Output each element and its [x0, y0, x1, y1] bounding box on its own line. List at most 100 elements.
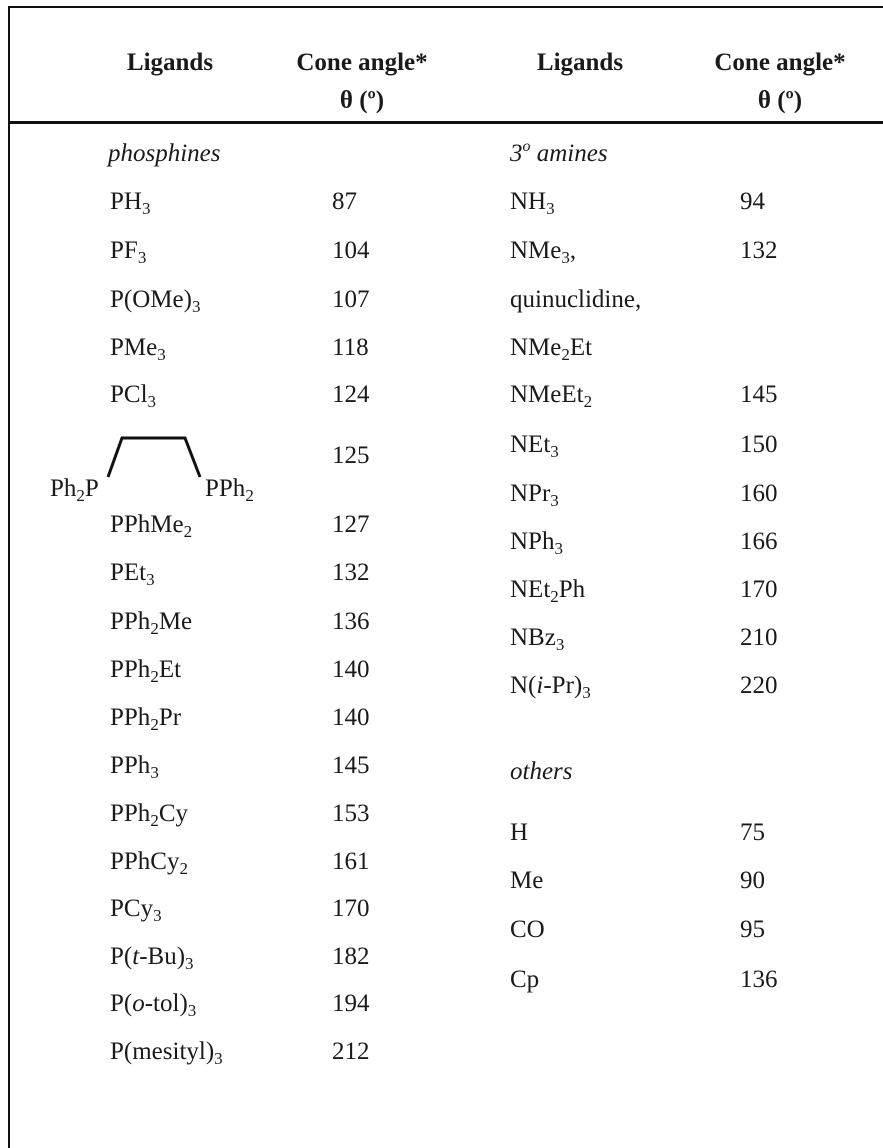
formula-part: Me — [158, 608, 193, 635]
ligand-name: PPh2Me — [110, 607, 192, 637]
formula-part: o — [132, 990, 145, 1017]
formula-part: NMe — [510, 334, 562, 361]
formula-part: 3 — [187, 1001, 197, 1020]
header-rule — [10, 121, 883, 124]
ligand-name: NH3 — [510, 187, 555, 217]
ligand-name: PPh2Pr — [110, 703, 181, 733]
cone-angle-value: 124 — [332, 381, 370, 408]
formula-part: quinuclidine, — [510, 286, 642, 313]
formula-part: NBz — [510, 624, 556, 651]
table-frame — [8, 6, 883, 1148]
cone-angle-value: 160 — [740, 480, 778, 507]
cone-angle-value: 210 — [740, 624, 778, 651]
formula-part: NEt — [510, 431, 551, 458]
formula-part: PEt — [110, 559, 147, 586]
cone-angle-value: 136 — [332, 608, 370, 635]
ligand-name-tail: PPh2 — [205, 474, 254, 504]
section-amines-text: amines — [530, 140, 608, 167]
cone-angle-value: 145 — [332, 752, 370, 779]
formula-part: 3 — [561, 248, 570, 267]
formula-part: 3 — [554, 539, 563, 558]
ligand-name: PH3 — [110, 187, 150, 217]
cone-angle-value: 182 — [332, 943, 370, 970]
formula-part: PPh — [110, 752, 151, 779]
ligand-name: quinuclidine, — [510, 285, 641, 315]
formula-part: 3 — [550, 491, 559, 510]
cone-angle-value: 118 — [332, 334, 369, 361]
ligand-name: PPh2Et — [110, 655, 181, 685]
diphosphine-bridge-drawing — [106, 436, 202, 478]
header-ligands-right: Ligands — [536, 49, 624, 76]
formula-part: NEt — [510, 576, 551, 603]
formula-part: 3 — [141, 199, 151, 218]
ligand-name: NMeEt2 — [510, 380, 592, 410]
cone-angle-value: 90 — [740, 867, 765, 894]
header-cone-angle-right: Cone angle* θ (º) — [680, 44, 880, 120]
ligand-name: NBz3 — [510, 623, 564, 653]
formula-part: PPh — [110, 704, 151, 731]
formula-part: -tol) — [144, 990, 188, 1017]
ligand-name: NMe3, — [510, 236, 576, 266]
formula-part: 2 — [150, 619, 159, 638]
ligand-name: P(mesityl)3 — [110, 1037, 223, 1067]
formula-part: PCy — [110, 895, 154, 922]
cone-angle-value: 170 — [332, 895, 370, 922]
formula-part: t — [132, 943, 140, 970]
ligand-name: PEt3 — [110, 558, 155, 588]
cone-angle-value: 161 — [332, 848, 370, 875]
cone-angle-value: 153 — [332, 800, 370, 827]
cone-angle-value: 136 — [740, 966, 778, 993]
formula-part: CO — [510, 916, 545, 943]
ligand-name: PCy3 — [110, 894, 162, 924]
formula-part: NPh — [510, 528, 555, 555]
formula-part: 3 — [550, 442, 559, 461]
formula-part: P(mesityl) — [110, 1038, 215, 1065]
cone-angle-value: 194 — [332, 990, 370, 1017]
formula-part: 3 — [153, 906, 162, 925]
formula-part: P( — [110, 990, 133, 1017]
formula-part: 3 — [555, 635, 565, 654]
formula-part: Ph — [50, 475, 77, 502]
ligand-name: CO — [510, 915, 545, 945]
section-others: others — [510, 758, 573, 785]
ligand-name: H — [510, 818, 528, 848]
formula-part: 3 — [546, 199, 555, 218]
cone-angle-value: 212 — [332, 1038, 370, 1065]
formula-part: PPhMe — [110, 511, 184, 538]
cone-angle-value: 75 — [740, 819, 765, 846]
cone-angle-value: 107 — [332, 286, 370, 313]
formula-part: 3 — [147, 392, 157, 411]
formula-part: 2 — [183, 522, 193, 541]
formula-part: 3 — [150, 763, 159, 782]
header-ligands-left: Ligands — [126, 49, 214, 76]
cone-angle-value: 166 — [740, 528, 778, 555]
formula-part: 3 — [137, 248, 147, 267]
formula-part: Me — [510, 867, 544, 894]
formula-part: Cy — [158, 800, 188, 827]
formula-part: PPh — [110, 656, 151, 683]
ligand-name: NEt2Ph — [510, 575, 585, 605]
diphosphine-bridge-line — [106, 436, 202, 478]
cone-angle-value: 94 — [740, 188, 765, 215]
formula-part: PF — [110, 237, 138, 264]
ligand-name: PPhMe2 — [110, 510, 192, 540]
cone-angle-value: 140 — [332, 656, 370, 683]
ligand-name: NMe2Et — [510, 333, 592, 363]
formula-part: 2 — [150, 715, 159, 734]
formula-part: P — [84, 475, 99, 502]
formula-part: PMe — [110, 334, 158, 361]
formula-part: 2 — [76, 486, 85, 505]
formula-part: PPhCy — [110, 848, 180, 875]
formula-part: Pr — [158, 704, 182, 731]
formula-part: -Bu) — [139, 943, 186, 970]
ligand-name: P(o-tol)3 — [110, 989, 196, 1019]
section-amines: 3o amines — [510, 139, 608, 169]
formula-part: P(OMe) — [110, 286, 192, 313]
cone-angle-value: 132 — [740, 237, 778, 264]
cone-angle-value: 150 — [740, 431, 778, 458]
formula-part: H — [510, 819, 529, 846]
formula-part: Et — [158, 656, 182, 683]
section-amines-sup: o — [522, 138, 531, 155]
ligand-name: PCl3 — [110, 380, 156, 410]
ligand-name: NPh3 — [510, 527, 563, 557]
